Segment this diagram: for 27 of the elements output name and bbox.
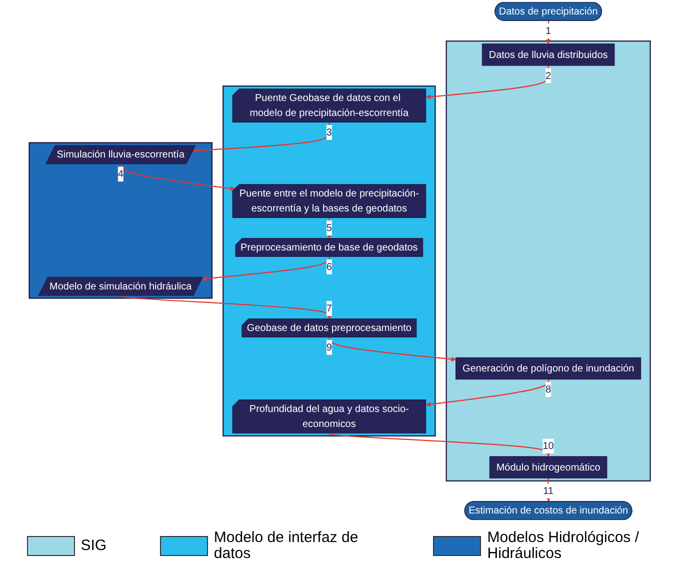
cluster <box>28 142 213 299</box>
arrow <box>120 295 332 320</box>
arrow <box>329 432 551 457</box>
legend-text: Modelo de interfaz de datos <box>214 530 360 562</box>
edge-label: 10 <box>542 440 554 452</box>
node-box: Datos de lluvia distribuidos <box>482 44 615 66</box>
node-box: Generación de polígono de inundación <box>456 357 642 380</box>
arrow <box>426 379 550 407</box>
edge-label: 5 <box>326 222 332 234</box>
node-box: Módulo hidrogeomático <box>490 456 608 478</box>
cluster <box>222 86 436 436</box>
edge-label: 8 <box>546 384 552 395</box>
edge-label: 2 <box>546 70 552 82</box>
arrow <box>426 66 550 100</box>
edge-label: 6 <box>326 260 332 272</box>
edge-label: 1 <box>546 24 552 36</box>
arrow <box>120 164 236 191</box>
arrow <box>329 337 456 362</box>
edge-label: 11 <box>543 485 554 496</box>
edge-label: 9 <box>326 342 332 353</box>
edge-label: 7 <box>326 302 332 314</box>
legend-text: Modelos Hidrológicos / Hidráulicos <box>487 530 640 562</box>
edge-label: 4 <box>118 168 124 180</box>
legend-text: SIG <box>80 538 107 554</box>
cluster <box>446 40 652 482</box>
arrow <box>202 256 330 281</box>
edge-label: 3 <box>326 126 332 138</box>
